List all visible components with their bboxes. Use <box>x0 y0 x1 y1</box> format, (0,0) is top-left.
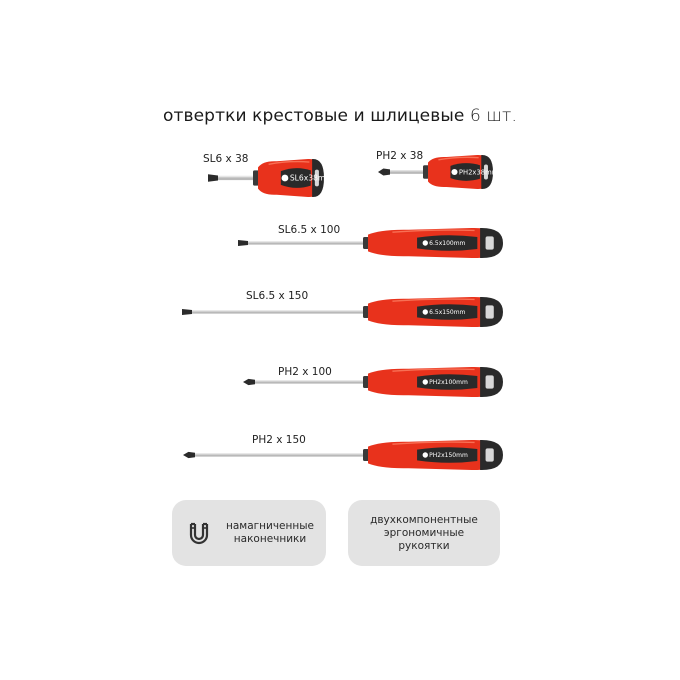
endcap-insert <box>314 169 319 187</box>
ferrule <box>363 449 369 461</box>
shaft-highlight <box>217 175 257 178</box>
type-badge <box>451 168 458 176</box>
handle-grip <box>417 304 478 320</box>
shaft <box>389 170 427 174</box>
handle-engraving: PH2x100mm <box>429 379 468 386</box>
shaft-highlight <box>254 380 367 382</box>
endcap-insert <box>485 375 494 389</box>
ferrule <box>363 237 369 249</box>
type-badge <box>281 174 289 182</box>
screwdriver-sl65-100: 6.5x100mm <box>238 227 503 259</box>
slotted-tip <box>208 174 218 182</box>
phillips-tip <box>243 378 255 386</box>
handle-engraving: 6.5x100mm <box>429 240 465 247</box>
shaft-highlight <box>247 241 367 243</box>
title-count: 6 шт. <box>469 106 517 126</box>
screwdriver-sl65-150: 6.5x150mm <box>182 296 503 328</box>
slotted-tip <box>238 240 248 246</box>
phillips-tip <box>378 168 390 176</box>
screwdriver-sl6-38: SL6x38mm <box>208 158 333 198</box>
handle-grip <box>280 168 311 188</box>
handle-grip <box>450 163 480 181</box>
screwdriver-ph2-150: PH2x150mm <box>183 439 503 471</box>
screwdriver-ph2-38: PH2x38mm <box>378 154 499 190</box>
handle-grip <box>417 235 478 251</box>
title-main: отвертки крестовые и шлицевые <box>163 106 465 126</box>
handle-engraving: SL6x38mm <box>290 174 333 183</box>
handle-engraving: PH2x38mm <box>459 168 499 176</box>
feature-magnetic-tips: намагниченные наконечники <box>172 500 326 566</box>
shaft <box>217 175 257 181</box>
handle-grip <box>417 374 478 390</box>
feature-handles-text: двухкомпонентные эргономичные рукоятки <box>370 513 478 552</box>
handle-gloss <box>392 229 475 233</box>
ferrule <box>253 170 259 186</box>
shaft <box>254 380 367 384</box>
screwdriver-ph2-100: PH2x100mm <box>243 366 503 398</box>
feature-ergonomic-handles: двухкомпонентные эргономичные рукоятки <box>348 500 500 566</box>
shaft-highlight <box>194 453 367 455</box>
shaft <box>191 310 367 314</box>
shaft-highlight <box>389 170 427 172</box>
handle-engraving: 6.5x150mm <box>429 309 465 316</box>
type-badge <box>422 240 428 246</box>
page-title: отвертки крестовые и шлицевые 6 шт. <box>0 106 680 126</box>
ferrule <box>423 165 429 179</box>
shaft <box>247 241 367 245</box>
endcap-insert <box>485 236 494 250</box>
magnet-icon <box>189 522 209 545</box>
type-badge <box>422 379 428 385</box>
endcap-insert <box>485 448 494 462</box>
handle-gloss <box>392 441 475 445</box>
endcap-insert <box>483 164 488 180</box>
handle-grip <box>417 447 478 463</box>
label-ph2-38: PH2 x 38 <box>376 150 424 162</box>
shaft <box>194 453 367 457</box>
label-sl6-38: SL6 x 38 <box>203 153 249 165</box>
label-sl65-100: SL6.5 x 100 <box>278 224 341 236</box>
feature-magnetic-text: намагниченные наконечники <box>225 520 314 545</box>
shaft-highlight <box>191 310 367 312</box>
type-badge <box>422 309 428 315</box>
ferrule <box>363 306 369 318</box>
handle-gloss <box>438 156 479 161</box>
handle-gloss <box>392 298 475 302</box>
label-ph2-150: PH2 x 150 <box>252 434 306 446</box>
endcap-insert <box>485 305 494 319</box>
type-badge <box>422 452 428 458</box>
label-ph2-100: PH2 x 100 <box>278 366 332 378</box>
label-sl65-150: SL6.5 x 150 <box>246 290 309 302</box>
handle-gloss <box>392 368 475 372</box>
handle-engraving: PH2x150mm <box>429 452 468 459</box>
slotted-tip <box>182 309 192 315</box>
ferrule <box>363 376 369 388</box>
phillips-tip <box>183 451 195 459</box>
handle-gloss <box>268 160 310 166</box>
